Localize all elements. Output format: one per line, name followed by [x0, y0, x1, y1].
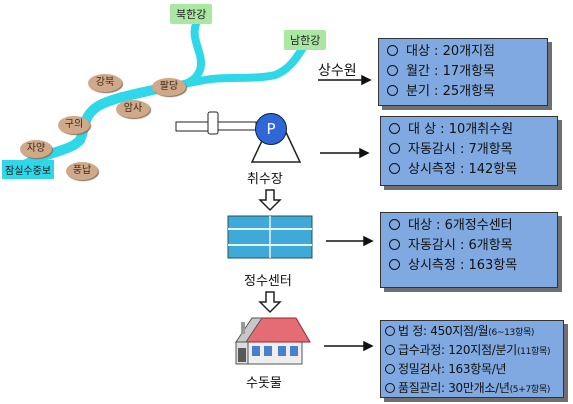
- intake-info-box: 대 상 : 10개취수원 자동감시 : 7개항목 상시측정 : 142항목: [380, 116, 558, 186]
- pump-icon: P: [255, 113, 287, 145]
- plant-row: 대상 : 6개정수센터: [389, 216, 549, 236]
- place-paldang: 팔당: [152, 78, 186, 96]
- source-info-box: 대상 : 20개지점 월간 : 17개항목 분기 : 25개항목: [378, 38, 548, 106]
- source-row: 분기 : 25개항목: [387, 82, 539, 102]
- house-illustration: [235, 317, 311, 365]
- plant-row: 자동감시 : 6개항목: [389, 236, 549, 256]
- flow-down-arrows: [258, 189, 282, 314]
- place-amsa: 암사: [116, 100, 150, 118]
- tap-row: 법 정: 450지점/월(6~13항목): [385, 322, 559, 341]
- place-dam: 잠실수중보: [2, 160, 54, 179]
- tap-label: 수돗물: [246, 376, 282, 391]
- plant-panel: [227, 215, 313, 259]
- plant-row: 상시측정 : 163항목: [389, 256, 549, 276]
- place-guui: 구의: [58, 116, 90, 134]
- north-river-label: 북한강: [170, 4, 213, 24]
- north-river: [176, 20, 206, 90]
- place-pungnap: 풍납: [66, 162, 98, 180]
- flow-right-arrows: [318, 74, 374, 352]
- plant-label: 정수센터: [244, 274, 292, 289]
- place-gangbuk: 강북: [88, 74, 122, 92]
- south-river-label: 남한강: [284, 30, 327, 50]
- plant-info-box: 대상 : 6개정수센터 자동감시 : 6개항목 상시측정 : 163항목: [380, 212, 558, 288]
- pump-symbol: P: [266, 120, 276, 138]
- intake-label: 취수장: [247, 172, 283, 187]
- tap-info-box: 법 정: 450지점/월(6~13항목) 급수과정: 120지점/분기(11항목…: [380, 320, 564, 398]
- source-row: 월간 : 17개항목: [387, 62, 539, 82]
- place-jayang: 자양: [20, 140, 52, 158]
- intake-row: 대 상 : 10개취수원: [389, 120, 549, 140]
- source-row: 대상 : 20개지점: [387, 42, 539, 62]
- tap-row: 품질관리: 30만개소/년(5+7항목): [385, 379, 559, 398]
- intake-row: 상시측정 : 142항목: [389, 160, 549, 180]
- tap-row: 급수과정: 120지점/분기(11항목): [385, 341, 559, 360]
- han-river-main: [5, 80, 177, 177]
- intake-row: 자동감시 : 7개항목: [389, 140, 549, 160]
- tap-row: 정밀검사: 163항목/년: [385, 360, 559, 379]
- source-label: 상수원: [318, 63, 357, 79]
